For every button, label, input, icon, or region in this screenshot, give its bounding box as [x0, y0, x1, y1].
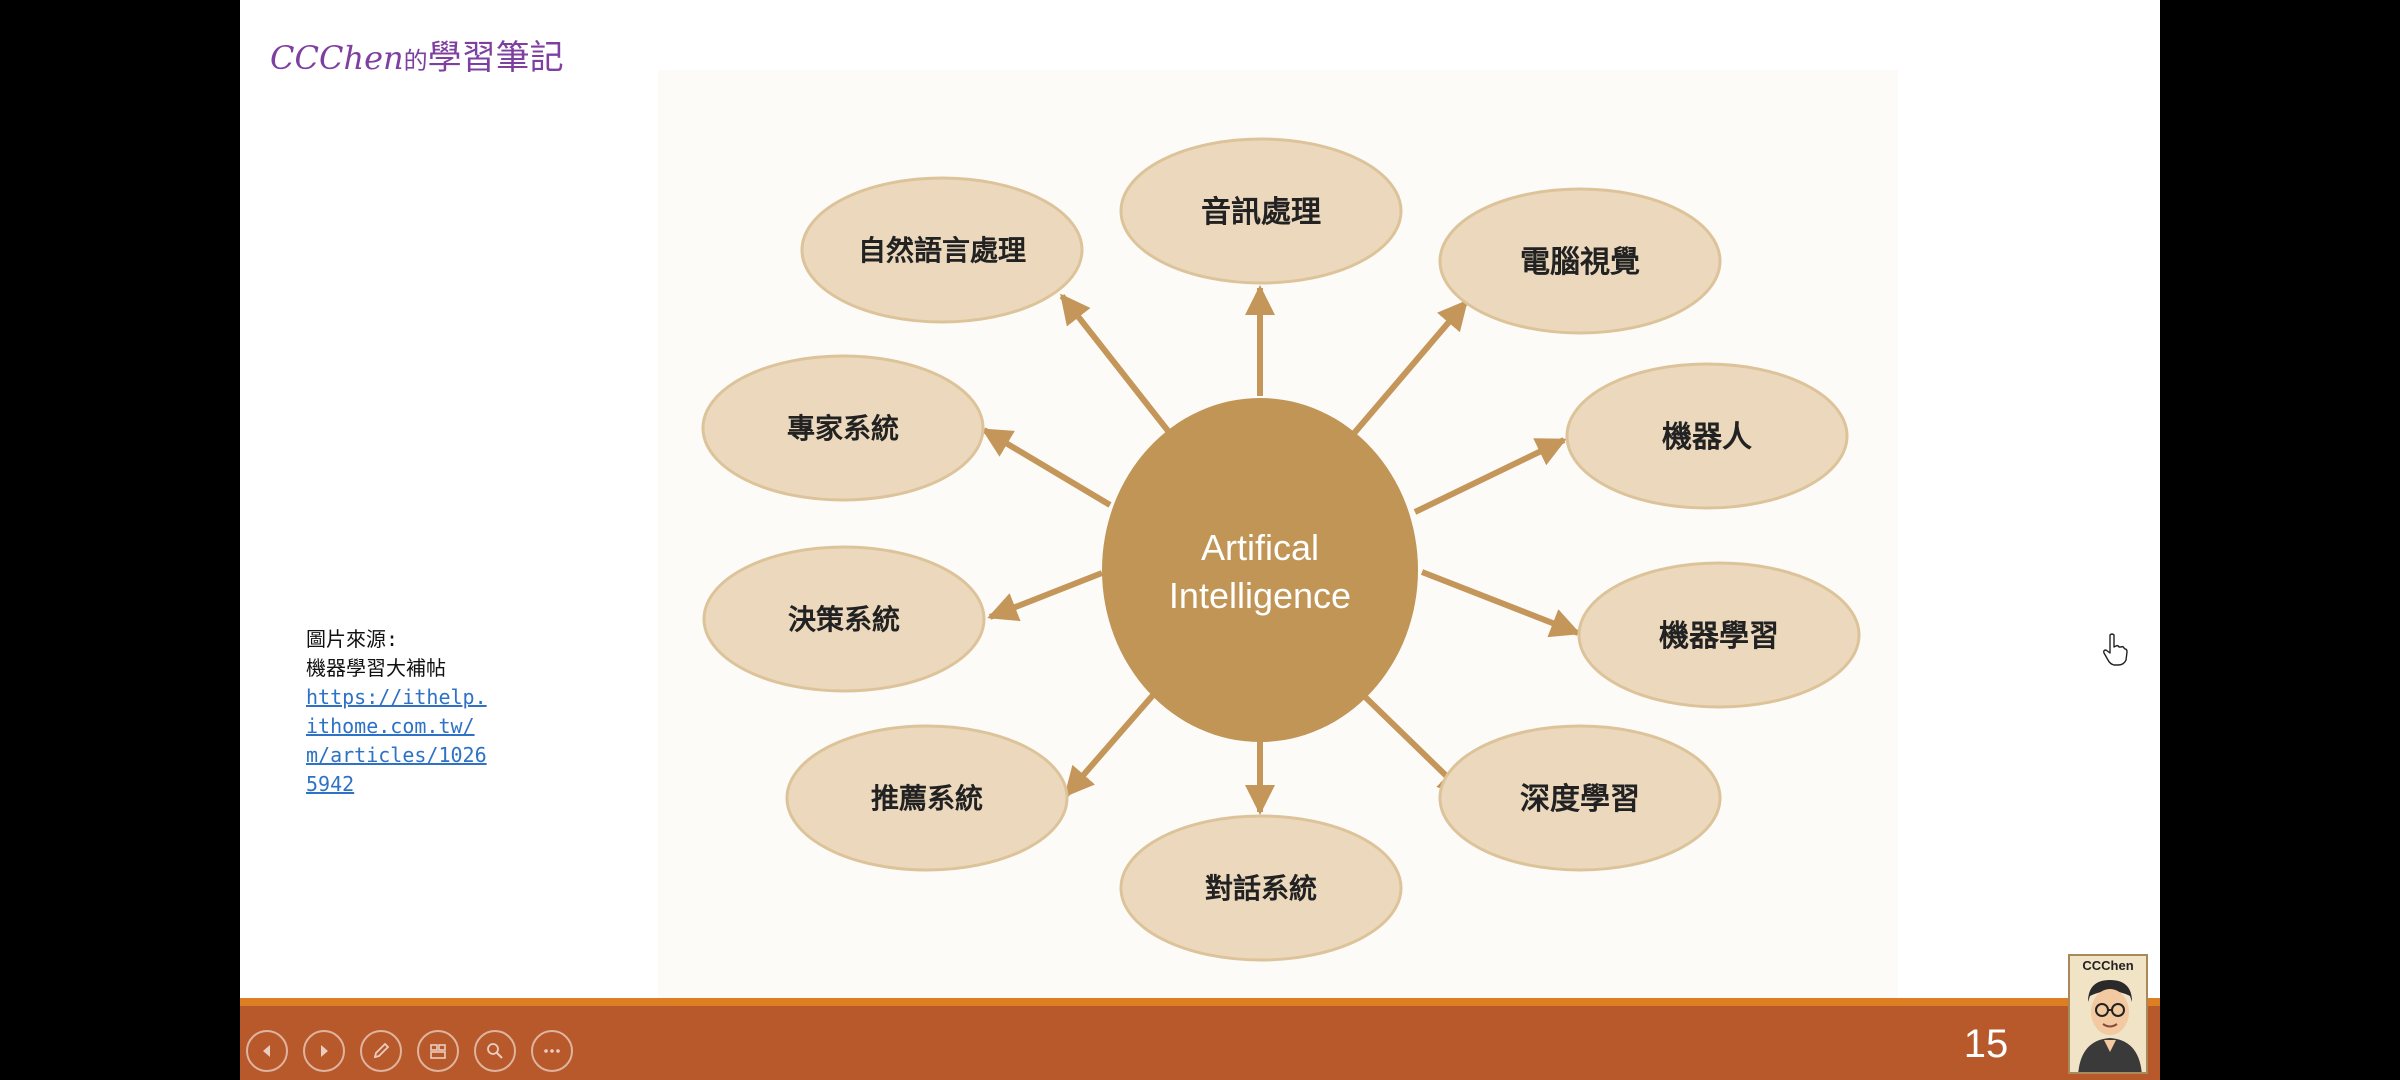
next-icon — [321, 1045, 328, 1057]
center-label-line-2: Intelligence — [1169, 575, 1351, 616]
node-ellipse-2 — [1438, 187, 1722, 335]
brand-logo: CCChen 的 學習筆記 — [270, 30, 564, 80]
node-ellipse-5 — [702, 545, 986, 693]
arrow-0 — [1059, 293, 1175, 438]
node-label-9: 對話系統 — [1205, 872, 1317, 905]
node-ellipse-1 — [1119, 137, 1403, 285]
brand-particle: 的 — [403, 47, 428, 75]
node-ellipse-8 — [1438, 724, 1722, 872]
presentation-slide: CCChen 的 學習筆記 自然語言處理音訊處理電腦視覺專家系統機器人決策系統機… — [240, 0, 2160, 1080]
arrow-2 — [1347, 299, 1469, 440]
avatar-label: CCChen — [2082, 958, 2134, 973]
node-ellipse-9 — [1119, 814, 1403, 962]
node-ellipse-7 — [785, 724, 1069, 872]
source-name: 機器學習大補帖 — [306, 656, 446, 680]
arrow-4 — [1413, 437, 1567, 515]
more-options-button[interactable] — [531, 1030, 573, 1072]
arrow-6 — [1420, 569, 1581, 638]
node-ellipse-3 — [701, 354, 985, 502]
hand-cursor-icon — [2103, 633, 2128, 666]
next-slide-button[interactable] — [303, 1030, 345, 1072]
zoom-button[interactable] — [474, 1030, 516, 1072]
source-label: 圖片來源: — [306, 627, 399, 651]
diagram-node-5: 決策系統 — [702, 545, 986, 693]
previous-slide-button[interactable] — [246, 1030, 288, 1072]
footer-bar — [240, 1006, 2160, 1080]
node-label-3: 專家系統 — [787, 412, 899, 445]
more-icon — [544, 1049, 560, 1053]
node-ellipse-4 — [1565, 362, 1849, 510]
node-ellipse-0 — [800, 176, 1084, 324]
diagram-node-9: 對話系統 — [1119, 814, 1403, 962]
diagram-node-3: 專家系統 — [701, 354, 985, 502]
arrow-7 — [1063, 692, 1157, 798]
center-node: Artifical Intelligence — [1102, 398, 1418, 742]
source-link[interactable]: https://ithelp.ithome.com.tw/m/articles/… — [306, 685, 487, 796]
node-label-4: 機器人 — [1662, 420, 1752, 455]
node-label-1: 音訊處理 — [1201, 195, 1321, 230]
node-label-6: 機器學習 — [1659, 619, 1779, 654]
diagram-node-8: 深度學習 — [1438, 724, 1722, 872]
brand-latin: CCChen — [270, 39, 404, 77]
slides-grid-icon — [430, 1044, 446, 1059]
node-label-0: 自然語言處理 — [858, 234, 1026, 267]
arrows-group — [981, 285, 1581, 815]
zoom-icon — [487, 1043, 503, 1059]
node-label-8: 深度學習 — [1520, 782, 1640, 817]
arrow-3 — [981, 427, 1112, 508]
see-all-slides-button[interactable] — [417, 1030, 459, 1072]
diagram-node-0: 自然語言處理 — [800, 176, 1084, 324]
diagram-node-1: 音訊處理 — [1119, 137, 1403, 285]
arrow-5 — [987, 570, 1104, 622]
node-label-5: 決策系統 — [788, 603, 900, 636]
node-label-2: 電腦視覺 — [1520, 245, 1640, 280]
avatar-portrait-icon — [2078, 980, 2142, 1072]
footer-accent-line — [240, 998, 2160, 1006]
diagram-node-7: 推薦系統 — [785, 724, 1069, 872]
image-source-note: 圖片來源: 機器學習大補帖 https://ithelp.ithome.com.… — [306, 625, 496, 799]
diagram-node-4: 機器人 — [1565, 362, 1849, 510]
diagram-node-2: 電腦視覺 — [1438, 187, 1722, 335]
diagram-node-6: 機器學習 — [1577, 561, 1861, 709]
brand-title: 學習筆記 — [427, 38, 564, 78]
previous-icon — [263, 1045, 270, 1057]
node-ellipse-6 — [1577, 561, 1861, 709]
node-label-7: 推薦系統 — [871, 782, 983, 815]
pen-tool-button[interactable] — [360, 1030, 402, 1072]
pen-icon — [373, 1042, 390, 1059]
avatar: CCChen — [2068, 954, 2148, 1074]
center-label-line-1: Artifical — [1201, 527, 1319, 568]
slide-page-number: 15 — [1963, 1022, 2009, 1066]
